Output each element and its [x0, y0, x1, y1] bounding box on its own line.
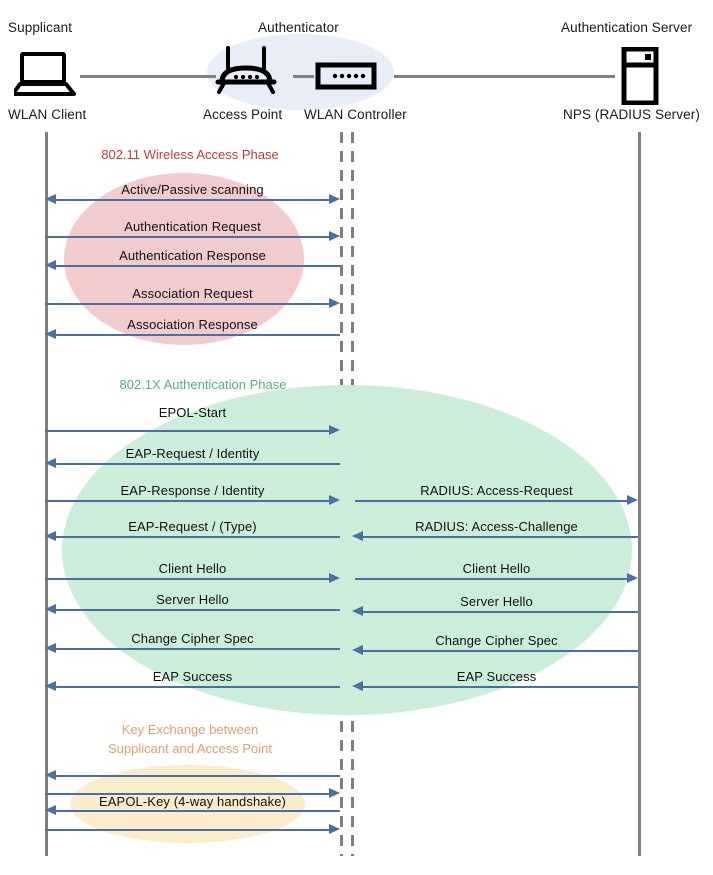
arrow-head-right-icon — [329, 788, 340, 798]
message-line — [363, 686, 638, 688]
arrow-head-left-icon — [45, 194, 56, 204]
message-line — [45, 430, 329, 432]
message-line — [355, 500, 627, 502]
message-line — [363, 611, 638, 613]
arrow-head-left-icon — [45, 260, 56, 270]
actor-role-authentication-server: Authentication Server — [561, 20, 693, 35]
link-client-to-ap — [80, 75, 216, 78]
message-line — [45, 236, 329, 238]
arrow-head-left-icon — [352, 645, 363, 655]
message-label: Client Hello — [158, 561, 227, 576]
laptop-icon — [11, 52, 76, 101]
message-label: EAP-Request / Identity — [125, 446, 260, 461]
message-label: Association Request — [132, 286, 253, 301]
server-icon — [620, 46, 660, 110]
message-line — [363, 536, 638, 538]
message-line — [56, 810, 340, 812]
arrow-head-right-icon — [329, 495, 340, 505]
actor-role-supplicant: Supplicant — [8, 20, 73, 35]
message-label: EAP-Response / Identity — [120, 483, 265, 498]
message-label: Client Hello — [462, 561, 531, 576]
actor-device-wlan-controller: WLAN Controller — [304, 107, 407, 122]
message-label: Association Response — [127, 317, 258, 332]
arrow-head-right-icon — [329, 425, 340, 435]
arrow-head-left-icon — [45, 329, 56, 339]
message-line — [56, 199, 329, 201]
message-label: Server Hello — [460, 594, 533, 609]
link-controller-to-server — [394, 75, 615, 78]
link-ap-to-controller — [293, 75, 314, 78]
message-label: RADIUS: Access-Challenge — [415, 519, 578, 534]
phase-title-key-exchange-line2: Supplicant and Access Point — [107, 741, 273, 756]
phase-blob-wireless-access — [64, 173, 304, 345]
message-label: RADIUS: Access-Request — [420, 483, 573, 498]
phase-blob-dot1x — [62, 385, 632, 715]
message-label: EAP-Request / (Type) — [128, 519, 257, 534]
arrow-head-left-icon — [45, 805, 56, 815]
message-label: EPOL-Start — [158, 405, 227, 420]
arrow-head-left-icon — [45, 643, 56, 653]
message-line — [45, 578, 329, 580]
arrow-head-right-icon — [329, 194, 340, 204]
message-label: EAP Success — [152, 669, 233, 684]
message-line — [56, 686, 340, 688]
message-line — [45, 303, 329, 305]
message-line — [56, 334, 340, 336]
arrow-head-right-icon — [627, 573, 638, 583]
message-label: Authentication Request — [124, 219, 261, 234]
arrow-head-right-icon — [329, 231, 340, 241]
message-line — [56, 775, 340, 777]
message-line — [56, 463, 340, 465]
arrow-head-left-icon — [45, 531, 56, 541]
arrow-head-left-icon — [45, 681, 56, 691]
message-line — [56, 265, 340, 267]
message-label: Change Cipher Spec — [131, 631, 254, 646]
arrow-head-left-icon — [352, 606, 363, 616]
arrow-head-left-icon — [45, 458, 56, 468]
message-label: Authentication Response — [119, 248, 266, 263]
phase-title-wireless-access: 802.11 Wireless Access Phase — [101, 147, 279, 162]
lifeline-wlan-client — [45, 132, 48, 856]
actor-role-authenticator: Authenticator — [258, 20, 339, 35]
message-label: Change Cipher Spec — [435, 633, 558, 648]
message-label: EAPOL-Key (4-way handshake) — [99, 794, 286, 809]
authenticator-highlight-ellipse — [207, 34, 394, 110]
phase-title-key-exchange-line1: Key Exchange between — [121, 722, 259, 737]
message-line — [355, 578, 627, 580]
arrow-head-left-icon — [45, 770, 56, 780]
lifeline-nps-radius-server — [638, 132, 641, 856]
message-line — [56, 648, 340, 650]
actor-device-access-point: Access Point — [203, 107, 283, 122]
message-label: Server Hello — [156, 592, 229, 607]
phase-title-dot1x: 802.1X Authentication Phase — [119, 377, 287, 392]
message-line — [45, 500, 329, 502]
message-label: EAP Success — [456, 669, 537, 684]
arrow-head-right-icon — [627, 495, 638, 505]
arrow-head-left-icon — [352, 681, 363, 691]
arrow-head-right-icon — [329, 298, 340, 308]
message-line — [56, 536, 340, 538]
arrow-head-left-icon — [45, 604, 56, 614]
message-line — [45, 829, 329, 831]
message-line — [56, 609, 340, 611]
arrow-head-right-icon — [329, 573, 340, 583]
actor-device-nps-radius-server: NPS (RADIUS Server) — [563, 107, 700, 122]
wireless-router-icon — [214, 46, 278, 101]
message-line — [363, 650, 638, 652]
actor-device-wlan-client: WLAN Client — [8, 107, 87, 122]
message-line — [45, 793, 329, 795]
message-label: Active/Passive scanning — [121, 182, 264, 197]
wlan-controller-icon — [315, 62, 377, 95]
arrow-head-left-icon — [352, 531, 363, 541]
arrow-head-right-icon — [329, 824, 340, 834]
